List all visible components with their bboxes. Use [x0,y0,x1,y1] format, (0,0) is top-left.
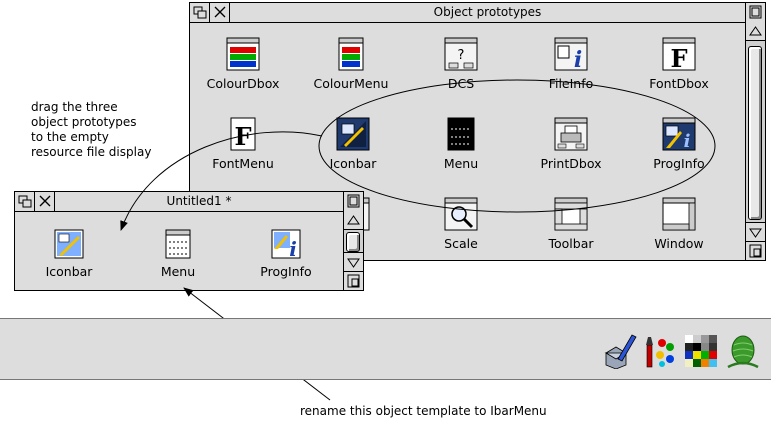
scroll-down-button[interactable] [344,252,363,271]
printdbox-icon [554,117,588,151]
svg-text:F: F [234,122,251,151]
close-icon [39,195,51,207]
drag-instruction-line: drag the three [31,100,118,114]
scroll-down-button[interactable] [746,222,765,241]
selection-ellipse [318,79,716,213]
prototypes-vertical-scrollbar[interactable] [745,22,765,241]
resource-proginfo[interactable]: i ProgInfo [241,229,331,279]
prototype-label: FontMenu [212,156,274,171]
menu-icon [165,229,191,259]
rename-instruction-text: rename this object template to IbarMenu [300,404,547,418]
svg-text:F: F [670,44,687,71]
palette-icon[interactable] [683,333,719,369]
proginfo-icon: i [271,229,301,259]
fileinfo-icon: i [554,37,588,71]
toolbar-icon [554,197,588,231]
prototype-scale[interactable]: Scale [416,197,506,251]
scroll-thumb[interactable] [346,232,360,252]
drag-instruction-line: object prototypes [31,115,137,129]
scroll-up-button[interactable] [344,211,363,230]
prototype-label: ColourMenu [313,76,389,91]
back-icon [193,6,207,19]
prototype-printdbox[interactable]: PrintDbox [526,117,616,171]
fontdbox-icon: F [662,37,696,71]
iconbar-icon [54,229,84,259]
prototype-label: Menu [443,156,479,171]
toggle-size-icon [347,194,360,208]
close-button[interactable] [210,3,230,22]
prototype-proginfo[interactable]: i ProgInfo [634,117,724,171]
resource-label: Menu [160,264,196,279]
untitled-vertical-scrollbar[interactable] [343,211,363,271]
prototype-label: DCS [447,76,475,91]
prototype-dcs[interactable]: ? DCS [416,37,506,91]
iconbar-panel [0,318,771,380]
drag-instruction-line: to the empty [31,130,109,144]
colourmenu-icon [338,37,364,71]
prototype-fontdbox[interactable]: F FontDbox [634,37,724,91]
scale-icon [444,197,478,231]
resource-iconbar[interactable]: Iconbar [24,229,114,279]
menu-icon [447,117,475,151]
scroll-up-button[interactable] [746,22,765,41]
arrow-down-icon [347,258,360,268]
svg-text:i: i [289,237,297,259]
dcs-icon: ? [444,37,478,71]
prototype-label: Scale [444,236,478,251]
proginfo-icon: i [662,117,696,151]
prototype-window[interactable]: Window [634,197,724,251]
close-icon [214,6,226,18]
untitled-window-title: Untitled1 * [166,194,232,208]
resize-icon [347,274,360,288]
resed-icon[interactable] [724,331,762,371]
drag-instruction-text: drag the three object prototypes to the … [31,100,151,160]
prototype-label: PrintDbox [540,156,602,171]
prototype-label: Iconbar [329,156,377,171]
resize-handle[interactable] [745,241,765,260]
prototype-label: Window [654,236,704,251]
prototype-toolbar[interactable]: Toolbar [526,197,616,251]
prototype-label: ColourDbox [206,76,280,91]
colourdbox-icon [226,37,260,71]
toggle-size-button[interactable] [343,192,363,211]
prototype-label: FontDbox [649,76,709,91]
back-button[interactable] [190,3,210,22]
resource-menu[interactable]: Menu [133,229,223,279]
prototype-colourmenu[interactable]: ColourMenu [306,37,396,91]
back-icon [18,195,32,208]
svg-text:i: i [684,131,691,151]
draw-icon[interactable] [602,333,638,369]
prototype-fileinfo[interactable]: i FileInfo [526,37,616,91]
prototype-label: FileInfo [548,76,594,91]
prototypes-title-bar[interactable]: Object prototypes [190,3,765,23]
untitled-title-bar[interactable]: Untitled1 * [15,192,363,212]
prototype-label: ProgInfo [653,156,705,171]
prototype-iconbar[interactable]: Iconbar [308,117,398,171]
toggle-size-icon [749,5,762,19]
arrow-up-icon [347,215,360,225]
resource-label: Iconbar [45,264,93,279]
back-button[interactable] [15,192,35,211]
close-button[interactable] [35,192,55,211]
prototype-menu[interactable]: Menu [416,117,506,171]
resource-label: ProgInfo [260,264,312,279]
iconbar-icon [336,117,370,151]
untitled-resource-window: Untitled1 * [14,191,364,291]
prototype-colourdbox[interactable]: ColourDbox [198,37,288,91]
arrow-up-icon [749,26,762,36]
toggle-size-button[interactable] [745,3,765,22]
svg-text:?: ? [458,48,465,63]
scroll-thumb[interactable] [748,46,762,220]
prototypes-window-title: Object prototypes [433,5,542,19]
resize-icon [749,244,762,258]
drag-instruction-line: resource file display [31,145,152,159]
window-icon [662,197,696,231]
svg-text:i: i [574,47,582,71]
drag-arrow [120,131,323,231]
paint-icon[interactable] [642,333,678,369]
arrow-down-icon [749,228,762,238]
prototype-label: Toolbar [548,236,594,251]
resize-handle[interactable] [343,271,363,290]
